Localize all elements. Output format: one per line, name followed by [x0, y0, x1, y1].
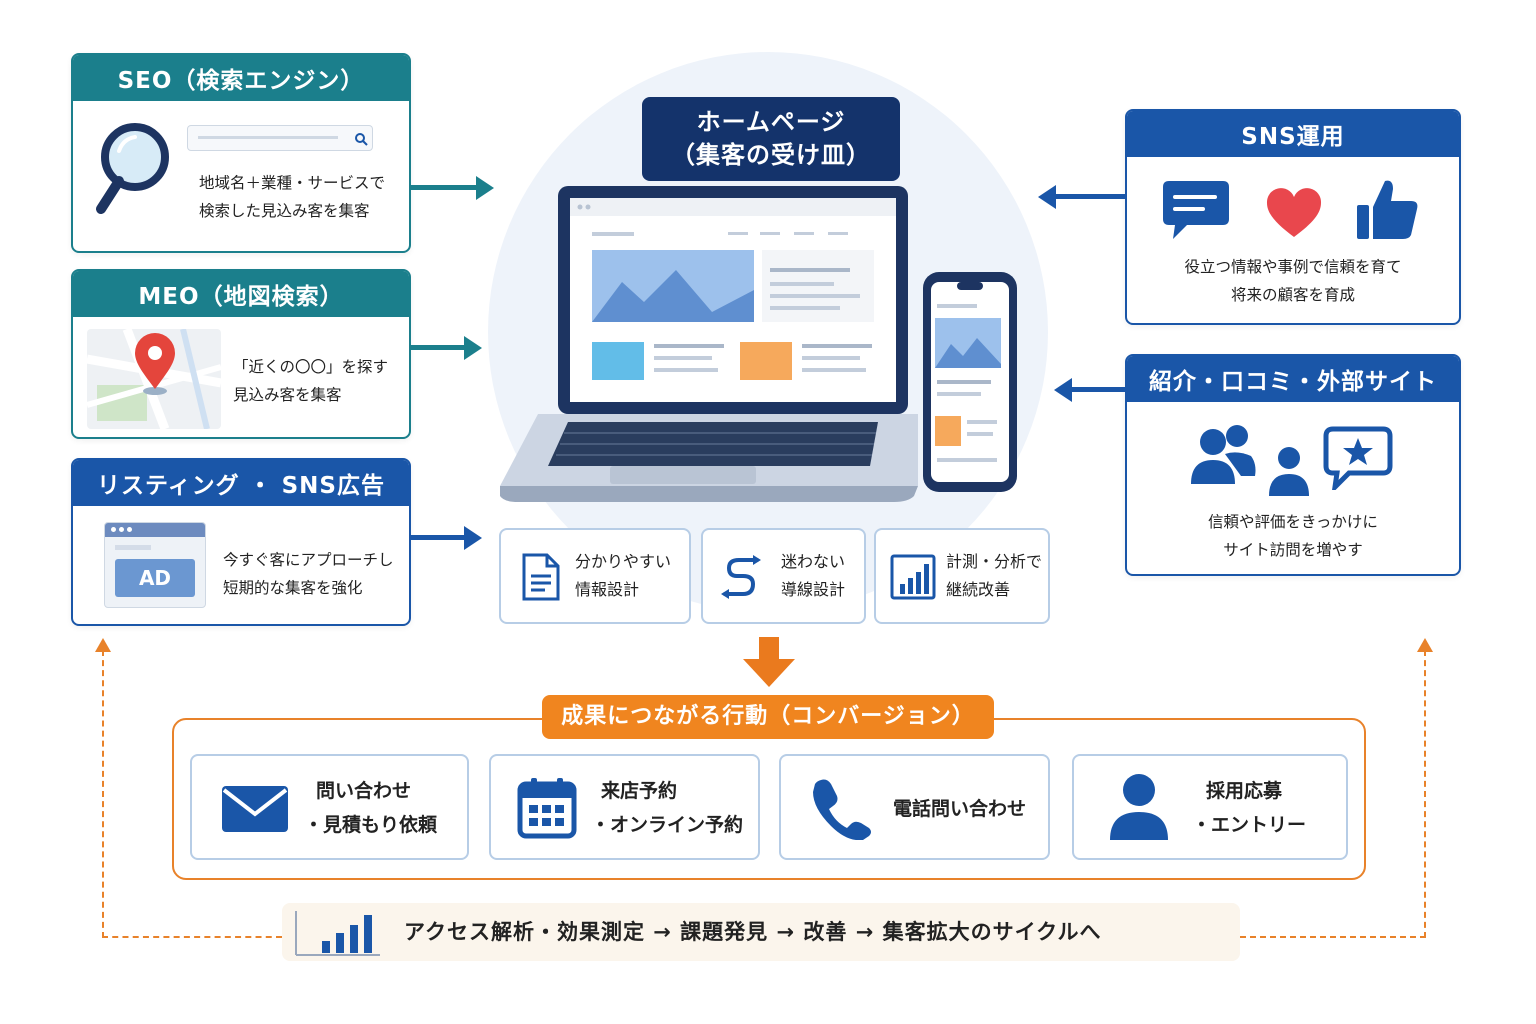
ad-icon: AD [104, 522, 206, 608]
meo-desc-line2: 見込み客を集客 [233, 386, 342, 404]
meo-arrow-line [411, 345, 465, 350]
homepage-title: ホームページ （集客の受け皿） [642, 97, 900, 181]
magnifier-icon [96, 123, 169, 214]
homepage-title-line1: ホームページ [696, 108, 846, 136]
phone-line1: 電話問い合わせ [893, 798, 1027, 820]
analytics-bars-icon [295, 911, 380, 956]
inquiry-line1: 問い合わせ [316, 780, 412, 802]
recruit-line1: 採用応募 [1206, 780, 1283, 802]
listing-arrow-line [411, 535, 465, 540]
ad-label: AD [115, 559, 195, 597]
referral-arrow-head [1054, 378, 1072, 402]
cycle-arrow-right-head [1417, 638, 1433, 652]
reservation-line1: 来店予約 [601, 780, 678, 802]
sns-card: SNS運用 役立つ情報や事例で信頼を育て 将来の顧客を育成 [1125, 109, 1461, 325]
star-review-icon [1323, 426, 1393, 490]
conversion-inquiry: 問い合わせ ・見積もり依頼 [190, 754, 469, 860]
referral-card: 紹介・口コミ・外部サイト 信頼や評価をきっかけに サイト訪問を増やす [1125, 354, 1461, 576]
listing-desc-line2: 短期的な集客を強化 [223, 579, 363, 597]
conversion-recruit: 採用応募 ・エントリー [1072, 754, 1348, 860]
chat-bubble-icon [1163, 181, 1229, 239]
search-bar [187, 125, 373, 151]
sns-desc-line1: 役立つ情報や事例で信頼を育て [1184, 258, 1402, 276]
listing-title: リスティング ・ SNS広告 [73, 460, 409, 506]
seo-title: SEO（検索エンジン） [73, 55, 409, 101]
feature-analytics-line1: 計測・分析で [946, 552, 1043, 571]
homepage-title-line2: （集客の受け皿） [671, 141, 871, 169]
phone-icon [813, 779, 871, 840]
cycle-arrow-left-head [95, 638, 111, 652]
listing-card: リスティング ・ SNS広告 AD 今すぐ客にアプローチし 短期的な集客を強化 [71, 458, 411, 626]
meo-card: MEO（地図検索） 「近くの〇〇」を探す 見込み客を集客 [71, 269, 411, 439]
conversion-title: 成果につながる行動（コンバージョン） [542, 695, 994, 739]
feature-flow-line1: 迷わない [781, 552, 846, 571]
document-icon [522, 553, 560, 601]
person-small-icon [1269, 447, 1309, 496]
referral-desc-line1: 信頼や評価をきっかけに [1208, 513, 1378, 531]
cycle-dash-left-h [102, 936, 282, 938]
people-group-icon [1191, 425, 1256, 484]
recruit-line2: ・エントリー [1192, 814, 1307, 836]
feature-info-line1: 分かりやすい [575, 552, 672, 571]
feature-analytics-line2: 継続改善 [946, 580, 1011, 599]
down-arrow-icon [743, 637, 795, 687]
seo-card: SEO（検索エンジン） 地域名＋業種・サービスで 検索した見込み客を集客 [71, 53, 411, 253]
feature-flow-design: 迷わない 導線設計 [701, 528, 866, 624]
person-icon [1110, 774, 1168, 840]
sns-arrow-line [1056, 194, 1125, 199]
cycle-banner: アクセス解析・効果測定 → 課題発見 → 改善 → 集客拡大のサイクルへ [282, 903, 1240, 961]
listing-desc-line1: 今すぐ客にアプローチし [223, 551, 394, 569]
seo-desc-line1: 地域名＋業種・サービスで [199, 174, 386, 192]
seo-arrow-line [411, 185, 477, 190]
cycle-dash-left [102, 650, 104, 938]
feature-info-line2: 情報設計 [575, 580, 640, 599]
meo-title: MEO（地図検索） [73, 271, 409, 317]
feature-flow-line2: 導線設計 [781, 580, 846, 599]
feature-analytics: 計測・分析で 継続改善 [874, 528, 1050, 624]
laptop-icon [500, 186, 918, 502]
meo-desc-line1: 「近くの〇〇」を探す [233, 358, 389, 376]
inquiry-line2: ・見積もり依頼 [304, 814, 438, 836]
meo-arrow-head [464, 336, 482, 360]
heart-icon [1266, 188, 1322, 237]
conversion-phone: 電話問い合わせ [779, 754, 1050, 860]
map-pin-icon [87, 329, 221, 429]
sns-title: SNS運用 [1127, 111, 1459, 157]
cycle-text: アクセス解析・効果測定 → 課題発見 → 改善 → 集客拡大のサイクルへ [404, 920, 1102, 944]
route-icon [721, 555, 761, 599]
reservation-line2: ・オンライン予約 [591, 814, 744, 836]
search-icon [355, 133, 368, 146]
seo-desc-line2: 検索した見込み客を集客 [199, 202, 370, 220]
referral-arrow-line [1072, 387, 1125, 392]
mail-icon [222, 786, 288, 832]
sns-arrow-head [1038, 185, 1056, 209]
referral-title: 紹介・口コミ・外部サイト [1127, 356, 1459, 402]
referral-desc-line2: サイト訪問を増やす [1223, 541, 1363, 559]
sns-desc-line2: 将来の顧客を育成 [1230, 286, 1355, 304]
cycle-dash-right-h [1240, 936, 1426, 938]
bar-chart-icon [890, 554, 936, 600]
cycle-dash-right [1424, 650, 1426, 938]
feature-info-design: 分かりやすい 情報設計 [499, 528, 691, 624]
smartphone-icon [923, 272, 1017, 492]
listing-arrow-head [464, 526, 482, 550]
thumbs-up-icon [1357, 180, 1418, 239]
calendar-icon [517, 778, 577, 839]
conversion-reservation: 来店予約 ・オンライン予約 [489, 754, 760, 860]
seo-arrow-head [476, 176, 494, 200]
